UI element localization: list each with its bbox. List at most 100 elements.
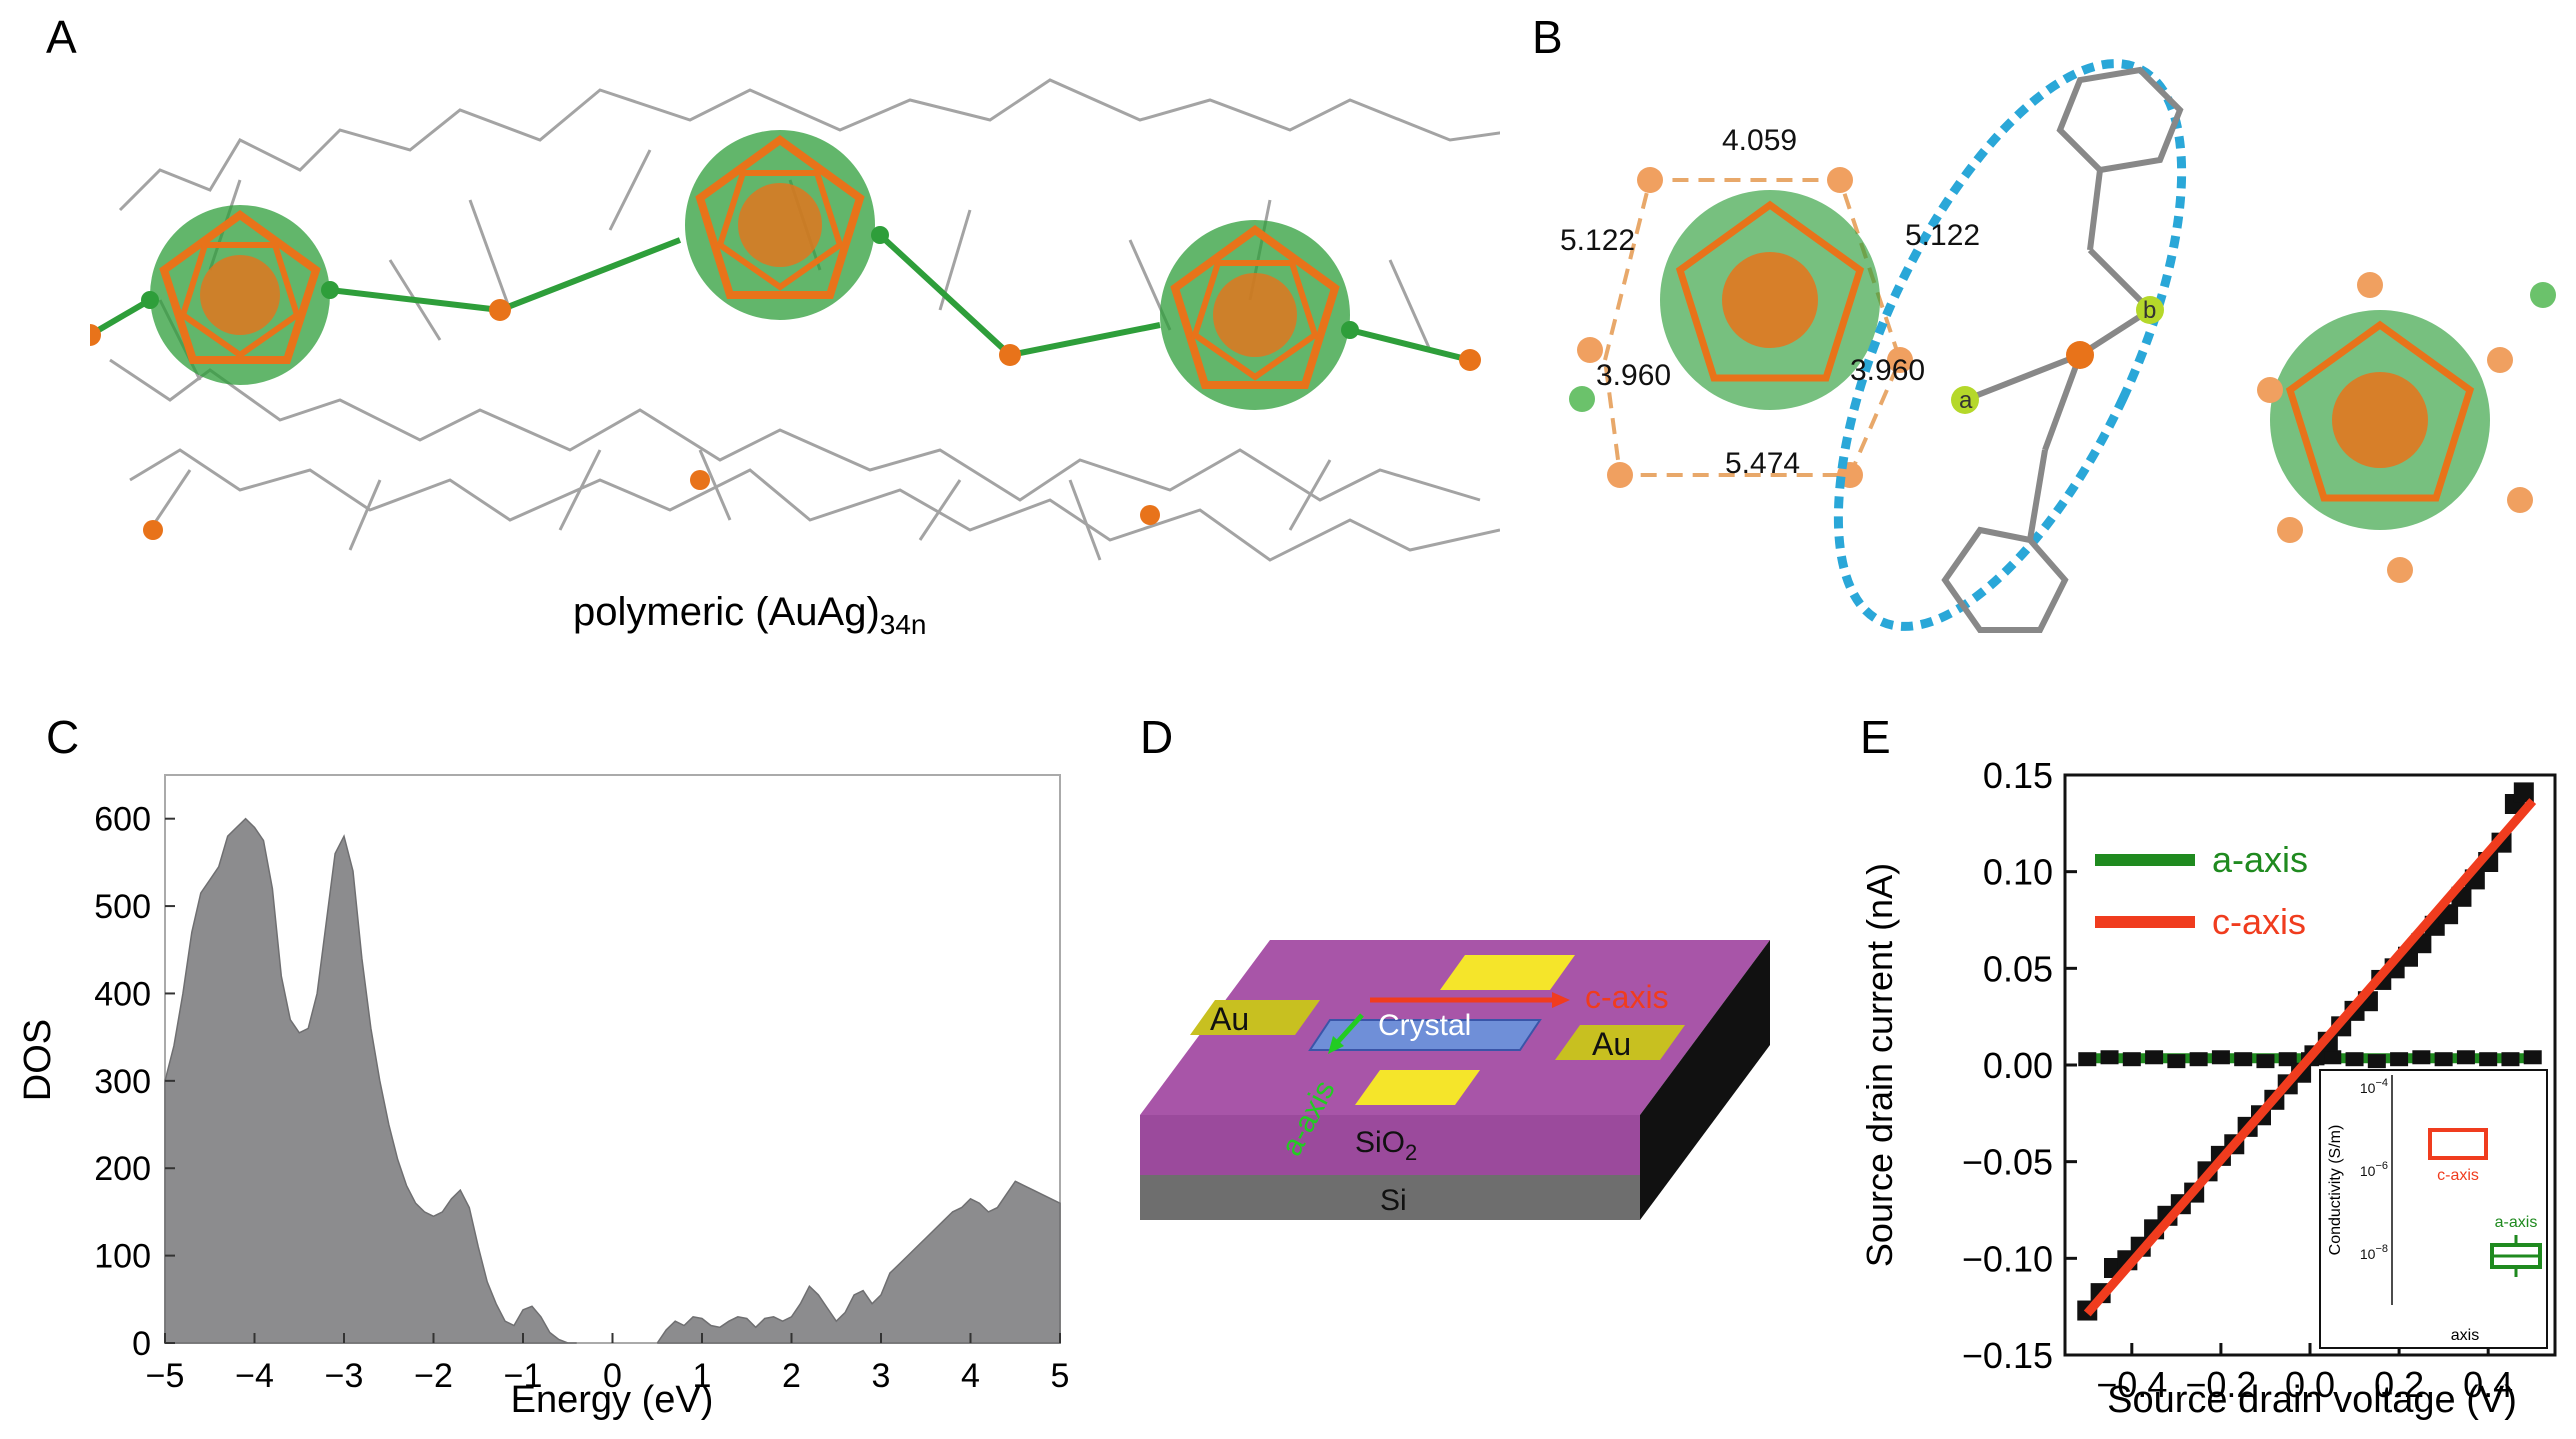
- iv-y-axis: −0.15−0.10−0.050.000.050.100.15: [1962, 755, 2077, 1376]
- iv-y-tick-label: 0.00: [1983, 1045, 2053, 1086]
- dos-x-tick-label: −4: [235, 1357, 274, 1395]
- panel-b-structure: a b 4.059 5.122 5.122 3.960 3.960 5.474: [1560, 59, 2556, 633]
- iv-point-a-axis: [2234, 1052, 2253, 1067]
- inset-label-c-axis: c-axis: [2437, 1167, 2479, 1184]
- iv-point-a-axis: [2456, 1050, 2475, 1065]
- atom-b: [2136, 296, 2164, 324]
- iv-point-a-axis: [2390, 1052, 2409, 1067]
- iv-point-a-axis: [2278, 1052, 2297, 1067]
- distance-label: 5.122: [1905, 219, 1980, 252]
- dos-x-tick-label: −3: [325, 1357, 364, 1395]
- dos-y-tick-label: 600: [94, 801, 151, 839]
- iv-point-a-axis: [2523, 1050, 2542, 1065]
- conductivity-inset: 10−4 10−6 10−8 Conductivity (S/m) axis c…: [2319, 1069, 2548, 1349]
- dos-x-tick-label: 5: [1051, 1357, 1070, 1395]
- electrode-top: [1440, 955, 1575, 990]
- atom-a: [1951, 386, 1979, 414]
- cluster-b-right: [2257, 272, 2533, 583]
- iv-y-tick-label: 0.05: [1983, 948, 2053, 989]
- panel-a-label: A: [46, 11, 77, 63]
- atom-label-b: b: [2143, 297, 2156, 324]
- dos-x-tick-label: −2: [414, 1357, 453, 1395]
- panel-d-label: D: [1140, 711, 1174, 763]
- dos-y-tick-label: 500: [94, 888, 151, 926]
- iv-point-a-axis: [2323, 1050, 2342, 1065]
- dos-y-tick-label: 0: [132, 1325, 151, 1363]
- iv-x-tick-label: 0.2: [2374, 1364, 2424, 1405]
- cluster-middle: [685, 130, 875, 320]
- distance-label: 4.059: [1722, 124, 1797, 157]
- electrode-left: [1190, 1000, 1320, 1035]
- au-right-label: Au: [1592, 1026, 1631, 1062]
- atom-label-a: a: [1959, 387, 1973, 414]
- iv-point-a-axis: [2122, 1052, 2141, 1067]
- ligand-shell: [109, 78, 1500, 562]
- alkynyl-ligand: [1941, 66, 2184, 633]
- iv-x-tick-label: 0.0: [2285, 1364, 2335, 1405]
- dos-x-tick-label: 2: [782, 1357, 801, 1395]
- au-left-label: Au: [1210, 1001, 1249, 1037]
- iv-point-a-axis: [2078, 1052, 2097, 1067]
- dos-y-axis: 0 100 200 300 400 500 600: [94, 801, 175, 1363]
- iv-y-tick-label: −0.05: [1962, 1142, 2053, 1183]
- inset-tick: 10−4: [2360, 1077, 2388, 1096]
- iv-point-a-axis: [2145, 1050, 2164, 1065]
- dos-x-tick-label: 4: [961, 1357, 980, 1395]
- inset-y-label: Conductivity (S/m): [2327, 1125, 2344, 1256]
- iv-point-a-axis: [2211, 1050, 2230, 1065]
- iv-point-a-axis: [2412, 1050, 2431, 1065]
- si-front: [1140, 1175, 1640, 1220]
- distance-label: 3.960: [1850, 354, 1925, 387]
- iv-fit-c-axis: [2083, 798, 2537, 1317]
- iv-data-points: [2077, 782, 2542, 1321]
- iv-point-a-axis: [2100, 1050, 2119, 1065]
- iv-point-a-axis: [2501, 1052, 2520, 1067]
- dos-area: [164, 817, 1061, 1344]
- sio2-label: SiO2: [1355, 1126, 1417, 1165]
- iv-point-a-axis: [2367, 1054, 2386, 1069]
- green-end-atom-right: [2530, 282, 2556, 308]
- cluster-right: [1160, 220, 1350, 410]
- iv-point-a-axis: [2167, 1054, 2186, 1069]
- iv-y-tick-label: 0.15: [1983, 755, 2053, 796]
- caption-main: polymeric (AuAg): [573, 590, 880, 634]
- iv-x-label: Source drain voltage (V): [2107, 1379, 2517, 1421]
- panel-a-caption: polymeric (AuAg)34n: [573, 590, 926, 641]
- legend-label-c-axis: c-axis: [2212, 901, 2306, 942]
- electrode-bottom: [1355, 1070, 1480, 1105]
- inset-tick: 10−6: [2360, 1160, 2388, 1179]
- device-schematic: Crystal Au Au c-axis a-axis SiO2 Si: [1140, 940, 1770, 1220]
- crystal-label: Crystal: [1378, 1009, 1471, 1042]
- dos-x-tick-label: −5: [146, 1357, 185, 1395]
- iv-y-tick-label: −0.15: [1962, 1335, 2053, 1376]
- dos-x-tick-label: 3: [872, 1357, 891, 1395]
- inset-x-label: axis: [2451, 1327, 2479, 1344]
- bridge-atoms-b: [2066, 341, 2094, 369]
- dos-x-tick-label: −1: [504, 1357, 543, 1395]
- iv-point-a-axis: [2479, 1052, 2498, 1067]
- iv-point-a-axis: [2189, 1052, 2208, 1067]
- dos-y-tick-label: 300: [94, 1063, 151, 1101]
- ligand-ellipse: [1833, 59, 2187, 631]
- iv-point-a-axis: [2345, 1052, 2364, 1067]
- electrode-right: [1555, 1025, 1685, 1060]
- substrate-side: [1640, 940, 1770, 1220]
- dos-y-tick-label: 200: [94, 1150, 151, 1188]
- bridge-chain: [90, 232, 1471, 363]
- dos-y-tick-label: 400: [94, 975, 151, 1013]
- panel-e-label: E: [1860, 711, 1891, 763]
- c-axis-label: c-axis: [1585, 979, 1669, 1015]
- si-label: Si: [1380, 1184, 1407, 1217]
- inset-tick: 10−8: [2360, 1243, 2388, 1262]
- iv-point-a-axis: [2434, 1052, 2453, 1067]
- iv-y-tick-label: −0.10: [1962, 1238, 2053, 1279]
- cluster-b-left: [1577, 167, 1913, 488]
- iv-x-tick-label: −0.4: [2096, 1364, 2167, 1405]
- dos-y-tick-label: 100: [94, 1238, 151, 1276]
- bridge-atoms: [90, 299, 1481, 540]
- legend-label-a-axis: a-axis: [2212, 839, 2308, 880]
